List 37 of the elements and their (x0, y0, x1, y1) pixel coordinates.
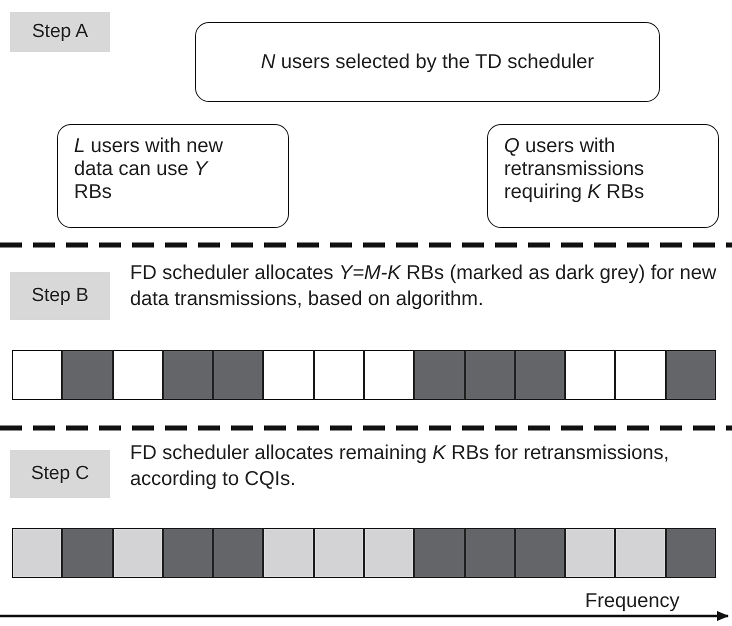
resource-block (565, 528, 616, 578)
resource-block (414, 528, 465, 578)
resource-block (263, 528, 314, 578)
resource-block (162, 528, 214, 578)
step-label: Step A (10, 12, 110, 52)
user-group-box: L users with new data can use Y RBs (57, 124, 289, 228)
resource-block (314, 528, 364, 578)
resource-block (615, 528, 666, 578)
step-label: Step B (10, 272, 110, 320)
step-description: FD scheduler allocates Y=M-K RBs (marked as dark grey) for new data transmissions, based on algorithm. (130, 261, 718, 312)
resource-block (12, 528, 62, 578)
step-description: FD scheduler allocates remaining K RBs for retransmissions, according to CQIs. (130, 441, 670, 492)
resource-block (62, 350, 113, 400)
resource-block (666, 528, 716, 578)
resource-block (514, 528, 566, 578)
step-label: Step C (10, 450, 110, 498)
user-group-box: N users selected by the TD scheduler (195, 22, 660, 102)
resource-block (263, 350, 314, 400)
resource-block (364, 528, 414, 578)
resource-block (414, 350, 465, 400)
resource-block (565, 350, 616, 400)
resource-block (364, 350, 414, 400)
user-group-box: Q users with retransmissions requiring K RBs (487, 124, 719, 228)
resource-block (514, 350, 566, 400)
resource-block (112, 350, 163, 400)
resource-block (213, 528, 264, 578)
resource-block (12, 350, 62, 400)
axis-label: Frequency (585, 589, 680, 614)
resource-block (464, 350, 515, 400)
resource-block (162, 350, 214, 400)
resource-block (62, 528, 113, 578)
resource-block (314, 350, 364, 400)
resource-block (666, 350, 716, 400)
resource-block (615, 350, 666, 400)
resource-block (464, 528, 515, 578)
resource-block (213, 350, 264, 400)
resource-block (112, 528, 163, 578)
